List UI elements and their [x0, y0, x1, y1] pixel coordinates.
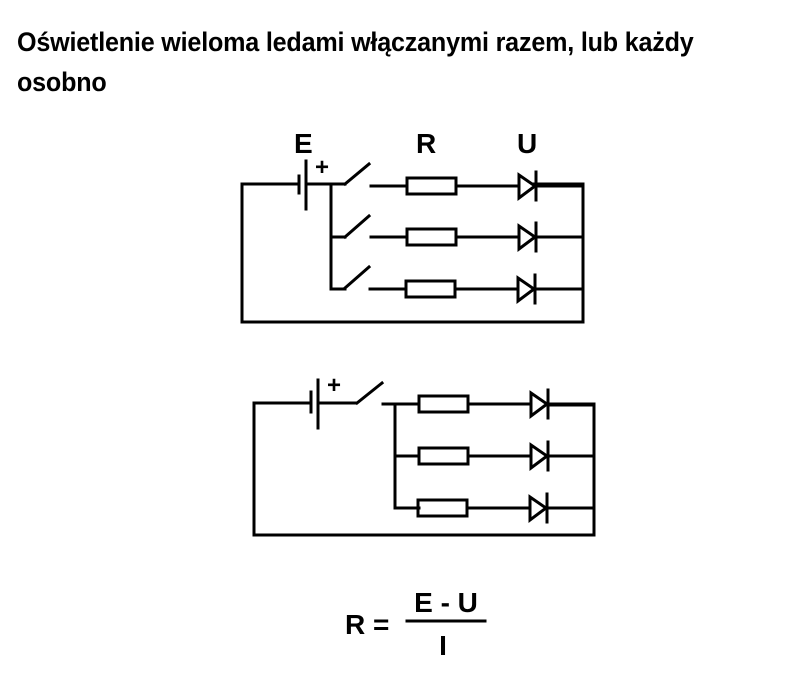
plus-sign: + [327, 372, 341, 399]
formula-denominator: I [439, 630, 447, 661]
switch-icon[interactable] [342, 264, 372, 291]
formula-numerator: E - U [414, 587, 478, 618]
led-diode-icon [529, 442, 550, 471]
branch-1 [417, 388, 596, 420]
led-diode-icon [517, 223, 538, 252]
resistor-icon [417, 446, 470, 466]
resistor-icon [405, 227, 458, 247]
page-title: Oświetlenie wieloma ledami włączanymi ra… [17, 27, 694, 97]
resistor-icon [404, 279, 457, 299]
switch-icon[interactable] [342, 161, 372, 187]
branch-2 [342, 213, 585, 253]
branch-3 [342, 264, 585, 305]
label-led-u: U [517, 128, 537, 159]
formula-lhs: R = [345, 609, 389, 640]
led-diode-icon [516, 275, 537, 304]
circuit-common-switch [252, 378, 596, 537]
branch-2 [417, 440, 596, 472]
resistor-icon [416, 498, 469, 518]
switch-icon[interactable] [342, 213, 372, 240]
led-diode-icon [529, 390, 550, 419]
resistor-icon [417, 394, 470, 414]
led-diode-icon [517, 172, 538, 201]
circuit-individual-switches [240, 159, 585, 324]
label-resistor-r: R [416, 128, 436, 159]
branch-3 [416, 492, 596, 524]
plus-sign: + [315, 154, 329, 181]
wire-return [240, 182, 585, 324]
branch-1 [342, 161, 585, 202]
switch-icon[interactable] [354, 380, 385, 406]
resistor-icon [405, 176, 458, 196]
label-source-e: E [294, 128, 313, 159]
led-diode-icon [528, 494, 549, 523]
